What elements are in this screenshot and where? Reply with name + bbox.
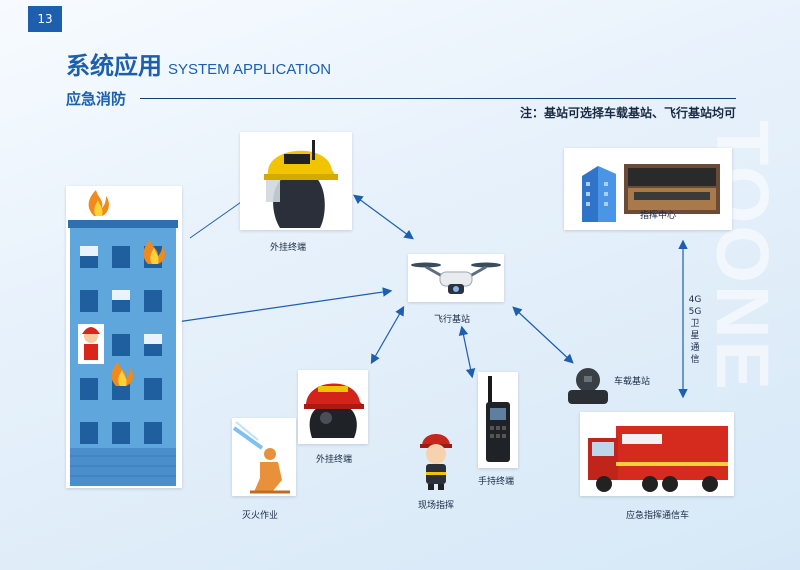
- label-helmet-top: 外挂终端: [270, 243, 307, 253]
- link-helmet-drone: [353, 194, 414, 240]
- note-text: 注：基站可选择车载基站、飞行基站均可: [519, 106, 736, 120]
- vehicle-base-station: [564, 364, 612, 410]
- helmet-camera-icon: [264, 140, 338, 228]
- vehicle-base-station-icon: [568, 368, 608, 404]
- link-drone-helmet2: [370, 305, 405, 365]
- label-handheld: 手持终端: [478, 477, 515, 487]
- link-label-4g5g-satellite: 4G 5G 卫 星 通 信: [688, 295, 702, 365]
- command-center-icon: [582, 164, 720, 222]
- red-helmet-icon: [304, 383, 364, 438]
- command-center-card: [564, 148, 732, 230]
- label-command-vehicle: 应急指挥通信车: [626, 511, 690, 521]
- label-vehicle-station: 车载基站: [614, 377, 651, 387]
- helmet-terminal-card-top: [240, 132, 352, 230]
- link-building-helmet: [189, 199, 245, 239]
- label-command-center: 指挥中心: [640, 211, 677, 221]
- firefighting-card: [232, 418, 296, 496]
- page-number: 13: [28, 6, 62, 32]
- label-firefighting: 灭火作业: [242, 511, 279, 521]
- link-drone-vehicle: [512, 306, 574, 364]
- page-title: 系统应用 SYSTEM APPLICATION: [66, 46, 331, 81]
- handheld-terminal-card: [478, 372, 518, 468]
- firefighter-hose-icon: [232, 421, 290, 494]
- label-helmet-bottom: 外挂终端: [316, 455, 353, 465]
- link-drone-handheld: [458, 325, 476, 379]
- section-title: 应急消防: [66, 90, 127, 108]
- label-drone: 飞行基站: [434, 315, 471, 325]
- firefighter-cartoon-icon: [420, 434, 452, 490]
- building-card: [66, 186, 182, 488]
- helmet-terminal-card-bottom: [298, 370, 368, 444]
- fire-truck-icon: [588, 426, 728, 492]
- divider: [140, 98, 736, 99]
- burning-building-icon: [68, 190, 178, 486]
- site-commander: [414, 428, 458, 492]
- drone-icon: [411, 262, 501, 294]
- title-en: SYSTEM APPLICATION: [168, 61, 332, 78]
- command-vehicle-card: [580, 412, 734, 496]
- title-cn: 系统应用: [66, 52, 162, 80]
- label-site-command: 现场指挥: [418, 501, 455, 511]
- drone-card: [408, 254, 504, 302]
- handheld-radio-icon: [486, 376, 510, 462]
